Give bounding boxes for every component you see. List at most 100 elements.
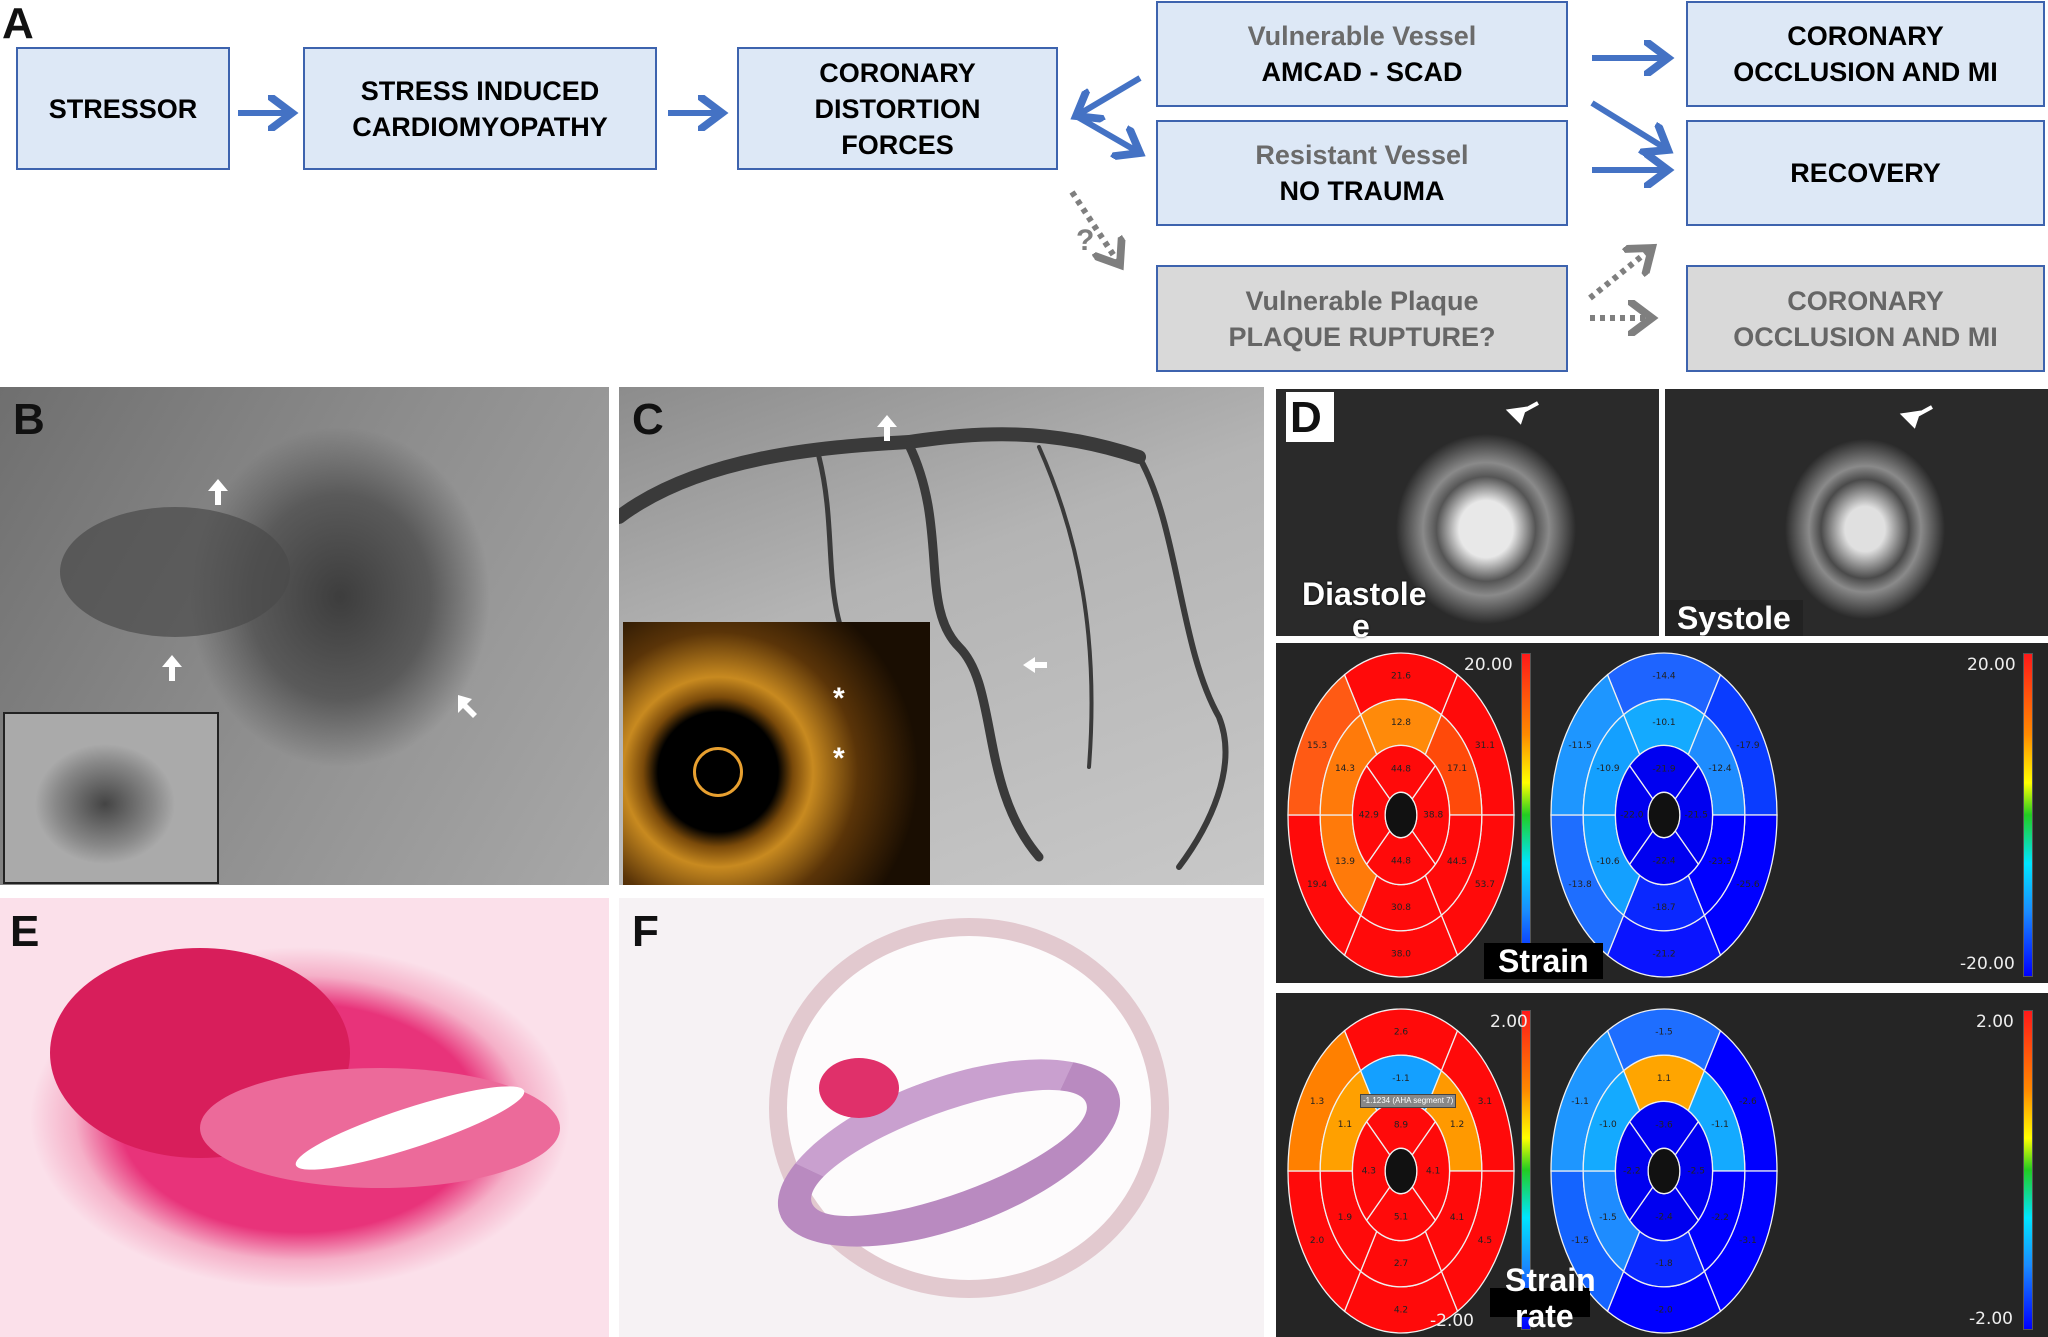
segment-value-outer-2: 4.5 (1478, 1236, 1492, 1246)
segment-value-mid-3: -1.8 (1655, 1259, 1673, 1269)
mri-diastole (1276, 389, 1659, 636)
box-text: STRESSOR (48, 93, 198, 124)
segment-value-inner-3: -22.0 (1620, 811, 1644, 821)
strain-colorbar-right (2023, 653, 2033, 977)
segment-value-mid-4: 1.9 (1338, 1213, 1353, 1223)
segment-value-outer-5: 1.3 (1310, 1097, 1324, 1107)
segment-value-outer-4: -13.8 (1568, 880, 1592, 890)
segment-value-mid-1: 17.1 (1447, 764, 1467, 774)
box-occlusion-mi: CORONARY OCCLUSION AND MI (1686, 1, 2045, 107)
segment-value-outer-4: -1.5 (1571, 1236, 1589, 1246)
bullseye-center (1384, 1147, 1418, 1195)
segment-value-mid-1: -12.4 (1708, 764, 1732, 774)
box-title: Vulnerable Vessel (1247, 21, 1477, 51)
segment-value-mid-4: 13.9 (1335, 857, 1355, 867)
strain-rate-scale-min-left: -2.00 (1430, 1311, 1474, 1331)
panel-e-histology (0, 898, 609, 1337)
segment-value-outer-0: 21.6 (1391, 672, 1411, 682)
coronary-vessels (619, 415, 1229, 870)
strain-scale-max-right: 20.00 (1967, 655, 2016, 675)
box-text: OCCLUSION AND MI (1733, 321, 1998, 352)
segment-value-outer-4: 19.4 (1307, 880, 1327, 890)
bullseye-center (1647, 1147, 1681, 1195)
mri-systole: Systole (1665, 389, 2048, 636)
panel-letter-a: A (2, 0, 34, 48)
segment-value-outer-2: -25.6 (1736, 880, 1760, 890)
bullseye-strain-systole: -14.4-17.9-25.6-21.2-13.8-11.5-10.1-12.4… (1550, 652, 1778, 978)
segment-value-outer-4: 2.0 (1310, 1236, 1325, 1246)
segment-value-outer-5: 15.3 (1307, 741, 1327, 751)
bullseye-center (1384, 791, 1418, 839)
panel-letter-d: D (1290, 393, 1322, 442)
white-arrow-icon (1023, 657, 1047, 673)
box-text: OCCLUSION AND MI (1733, 57, 1998, 87)
white-arrow-icon (208, 479, 228, 505)
segment-value-mid-2: -2.2 (1711, 1213, 1729, 1223)
segment-value-inner-0: -21.9 (1652, 764, 1676, 774)
box-text: CORONARY (1787, 21, 1944, 51)
strain-label: Strain (1484, 943, 1603, 979)
box-stress-cardiomyopathy: STRESS INDUCED CARDIOMYOPATHY (303, 47, 657, 170)
box-text: STRESS INDUCED (360, 75, 600, 106)
box-vulnerable-vessel: Vulnerable Vessel AMCAD - SCAD (1156, 1, 1568, 107)
segment-value-inner-2: 44.8 (1391, 857, 1411, 867)
segment-value-mid-3: 2.7 (1394, 1259, 1408, 1269)
segment-value-mid-4: -10.6 (1596, 857, 1620, 867)
panel-f-histology (619, 898, 1264, 1337)
asterisk-1: * (833, 682, 845, 715)
strain-scale-max-left: 20.00 (1464, 655, 1513, 675)
box-title: Vulnerable Plaque (1245, 285, 1479, 316)
segment-value-mid-3: 30.8 (1391, 903, 1411, 913)
segment-value-inner-1: 38.8 (1423, 811, 1443, 821)
inset-image (3, 712, 219, 884)
dotted-arrow-icon (1588, 248, 1652, 301)
bullseye-strain-rate-systole: -1.5-2.6-3.1-2.0-1.5-1.11.1-1.1-2.2-1.8-… (1550, 1008, 1778, 1334)
white-arrow-icon (162, 655, 182, 681)
strain-rate-colorbar-right (2023, 1010, 2033, 1330)
segment-value-outer-3: 4.2 (1394, 1305, 1408, 1315)
segment-value-mid-0: 12.8 (1391, 718, 1411, 728)
strain-rate-label-line1: Strain (1505, 1262, 1596, 1298)
segment-value-mid-3: -18.7 (1652, 903, 1675, 913)
panel-letter-d-bg (1286, 392, 1334, 442)
box-text: FORCES (841, 129, 954, 160)
segment-value-outer-1: -2.6 (1739, 1097, 1757, 1107)
segment-value-mid-0: -1.1 (1392, 1074, 1410, 1084)
strain-rate-scale-max-left: 2.00 (1490, 1012, 1528, 1032)
segment-value-inner-3: 4.3 (1362, 1167, 1376, 1177)
question-mark: ? (1076, 224, 1094, 257)
box-text: CORONARY (1787, 285, 1944, 316)
segment-value-outer-0: -1.5 (1655, 1028, 1673, 1038)
diastole-text: Diastole (1302, 576, 1427, 612)
segment-value-mid-2: 44.5 (1447, 857, 1467, 867)
box-stressor: STRESSOR (16, 47, 230, 170)
box-text: AMCAD - SCAD (1261, 57, 1463, 87)
mri-arrows (1505, 401, 1933, 429)
box-text: CARDIOMYOPATHY (352, 111, 608, 142)
arrow-icon (1590, 100, 1668, 150)
segment-value-inner-2: 5.1 (1394, 1213, 1408, 1223)
segment-value-outer-0: 2.6 (1394, 1028, 1409, 1038)
strain-rate-colorbar-left (1521, 1010, 1531, 1330)
segment-value-mid-0: -10.1 (1652, 718, 1675, 728)
strain-colorbar-left (1521, 653, 1531, 977)
segment-value-inner-1: 4.1 (1426, 1167, 1440, 1177)
segment-value-mid-2: 4.1 (1450, 1213, 1464, 1223)
segment-value-mid-1: -1.1 (1711, 1120, 1729, 1130)
segment-value-outer-1: 31.1 (1475, 741, 1495, 751)
box-text: CORONARY (819, 57, 976, 88)
segment-value-inner-1: -2.5 (1687, 1167, 1705, 1177)
segment-value-mid-0: 1.1 (1657, 1074, 1671, 1084)
segment-value-inner-0: -3.6 (1655, 1120, 1673, 1130)
segment-value-outer-2: 53.7 (1475, 880, 1495, 890)
segment-value-mid-5: 1.1 (1338, 1120, 1352, 1130)
strain-rate-scale-min-right: -2.00 (1969, 1309, 2013, 1329)
segment-value-outer-3: -2.0 (1655, 1305, 1673, 1315)
box-recovery: RECOVERY (1686, 120, 2045, 226)
annotation-arrows (162, 479, 477, 718)
dotted-arrow-icon (1069, 190, 1120, 265)
segment-value-outer-3: 38.0 (1391, 949, 1411, 959)
box-text: DISTORTION (814, 93, 981, 124)
